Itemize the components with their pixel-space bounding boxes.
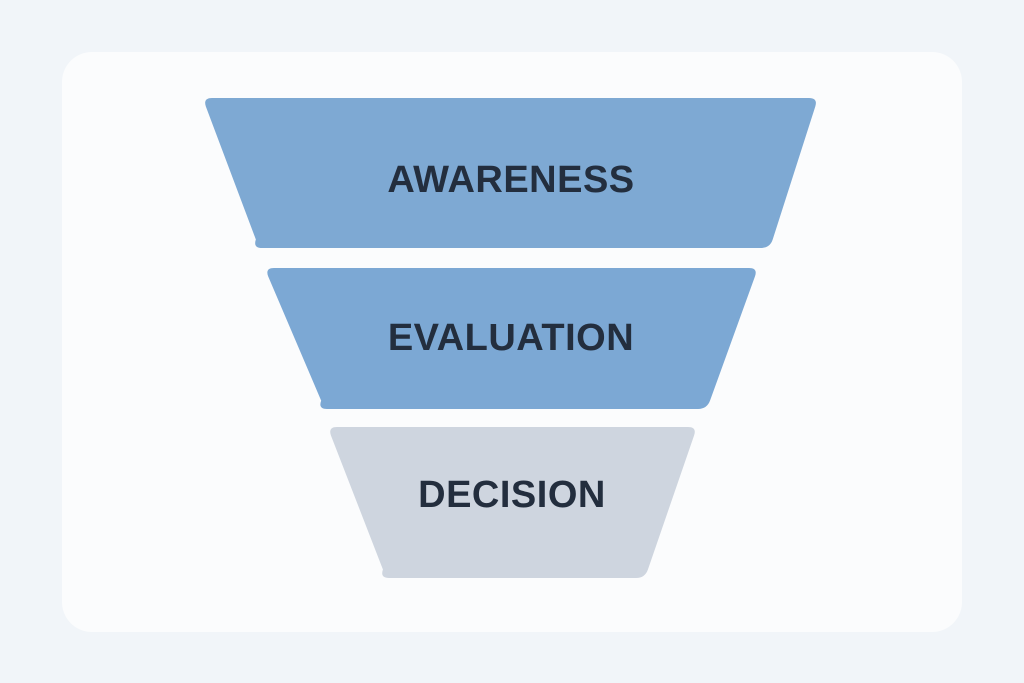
funnel-stage-decision[interactable]: DECISION — [330, 427, 695, 578]
funnel-stage-awareness-shape[interactable] — [205, 98, 816, 248]
funnel-stage-evaluation-shape[interactable] — [267, 268, 756, 409]
funnel-stage-awareness[interactable]: AWARENESS — [205, 98, 816, 248]
funnel-stage-evaluation[interactable]: EVALUATION — [267, 268, 756, 409]
funnel-stage-decision-shape[interactable] — [330, 427, 695, 578]
